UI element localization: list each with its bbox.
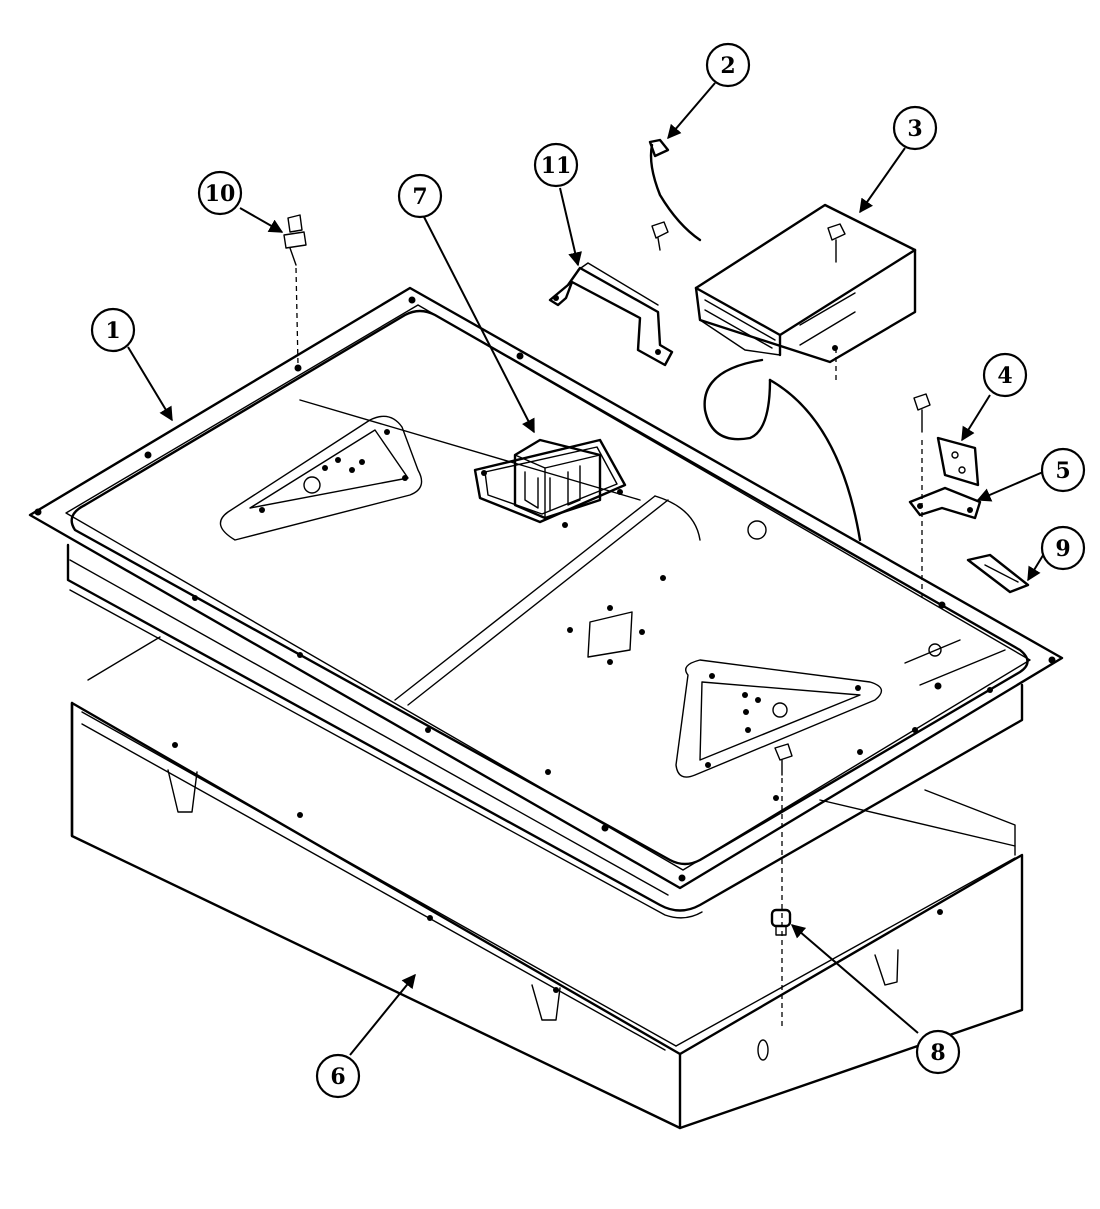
callout-6: 6 (315, 1053, 361, 1099)
cooktop-panel (28, 286, 1064, 919)
callout-9: 9 (1040, 525, 1086, 571)
bracket (548, 262, 674, 367)
control-box (694, 203, 917, 380)
callout-5: 5 (1040, 447, 1086, 493)
callout-label-2: 2 (720, 53, 735, 79)
callout-label-7: 7 (412, 184, 427, 210)
callout-label-4: 4 (997, 363, 1012, 389)
clip (966, 553, 1030, 594)
callout-label-1: 1 (105, 318, 120, 344)
terminal-block (473, 438, 627, 528)
callout-label-5: 5 (1055, 458, 1070, 484)
power-cord (648, 138, 862, 542)
callout-label-8: 8 (930, 1040, 945, 1066)
callout-8: 8 (915, 1029, 961, 1075)
callout-10: 10 (197, 170, 243, 216)
stud-screw (283, 214, 307, 366)
callout-2: 2 (705, 42, 751, 88)
callout-label-6: 6 (330, 1064, 345, 1090)
callout-1: 1 (90, 307, 136, 353)
base-tray (70, 636, 1024, 1130)
callout-4: 4 (982, 352, 1028, 398)
callout-label-9: 9 (1055, 536, 1070, 562)
screw-grommet (770, 743, 793, 1030)
mounting-plate (913, 393, 980, 600)
callout-label-11: 11 (541, 153, 572, 179)
callout-label-3: 3 (907, 116, 922, 142)
callout-label-10: 10 (205, 181, 236, 207)
callout-3: 3 (892, 105, 938, 151)
callout-11: 11 (533, 142, 579, 188)
hinge (908, 486, 982, 520)
screw-small (651, 221, 669, 251)
callout-7: 7 (397, 173, 443, 219)
